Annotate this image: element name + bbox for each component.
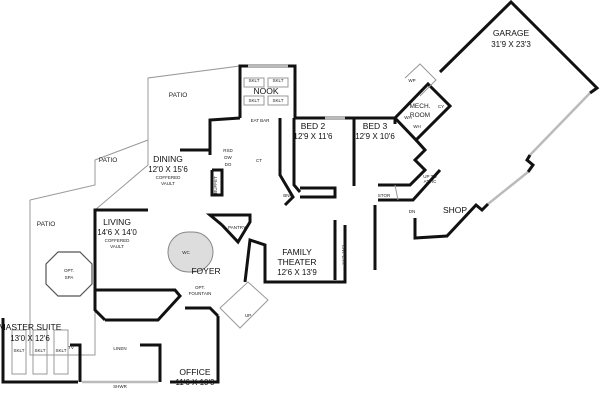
up-attic-label: UP TO bbox=[423, 174, 437, 179]
spa-icon bbox=[45, 251, 93, 297]
living-note-2: VAULT bbox=[110, 244, 124, 249]
dw-label: DW bbox=[224, 155, 232, 160]
fountain-label-2: FOUNTAIN bbox=[189, 291, 212, 296]
living-note: COFFERED bbox=[105, 238, 131, 243]
skylight-label: SKLT bbox=[56, 348, 67, 353]
bed2-left-wall bbox=[292, 118, 302, 193]
patio-outline-2 bbox=[29, 139, 149, 201]
family-label: FAMILY bbox=[282, 247, 312, 257]
wp-label: WP bbox=[408, 78, 415, 83]
garage-wall-jog bbox=[525, 154, 536, 173]
garage-label: GARAGE bbox=[493, 28, 530, 38]
wh-label: WH bbox=[404, 115, 412, 120]
skylight-label: SKLT bbox=[273, 78, 284, 83]
office-wall bbox=[170, 316, 220, 384]
nook-label: NOOK bbox=[253, 86, 278, 96]
ref-label: RSD bbox=[223, 148, 233, 153]
mech-label-2: ROOM bbox=[410, 112, 430, 119]
skylight-label: SKLT bbox=[273, 98, 284, 103]
spa-label: OPT. bbox=[64, 268, 74, 273]
bed2-dim: 12'9 X 11'6 bbox=[294, 132, 333, 141]
stair-wall-2 bbox=[378, 168, 442, 202]
patio-label-3: PATIO bbox=[37, 221, 56, 228]
hall-wall-2 bbox=[93, 290, 107, 322]
master-bath-wall bbox=[70, 343, 82, 382]
spa-label-2: SPA bbox=[65, 275, 74, 280]
pantry-label: PANTRY bbox=[228, 225, 246, 230]
skylight-label: SKLT bbox=[35, 348, 46, 353]
up-attic-label-2: ATTIC bbox=[424, 179, 437, 184]
shower-label: SHWR bbox=[113, 384, 127, 389]
dining-dim: 12'0 X 15'6 bbox=[148, 165, 188, 174]
ent-ctr-label: ENT CTR bbox=[341, 245, 346, 265]
office-dim: 11'6 X 10'0 bbox=[176, 378, 215, 387]
ct-label: CT bbox=[256, 158, 262, 163]
shop-label: SHOP bbox=[443, 205, 467, 215]
garage-door bbox=[529, 92, 591, 156]
cy-label: CY bbox=[438, 104, 444, 109]
master-dim: 13'0 X 12'6 bbox=[10, 334, 50, 343]
pantry-wall bbox=[205, 213, 252, 245]
garage-dim: 31'9 X 23'3 bbox=[491, 40, 531, 49]
stair-treads bbox=[394, 184, 399, 201]
foyer-label: FOYER bbox=[191, 266, 220, 276]
wh-label-2: WH bbox=[413, 124, 421, 129]
dining-note-2: VAULT bbox=[161, 181, 175, 186]
patio-label-1: PATIO bbox=[169, 92, 188, 99]
stor-label: STOR bbox=[378, 193, 391, 198]
tv-label: TV bbox=[68, 345, 74, 350]
family-label-2: THEATER bbox=[277, 257, 316, 267]
bed3-dim: 12'9 X 10'6 bbox=[355, 132, 395, 141]
wc-label: WC bbox=[182, 250, 190, 255]
office-wall-top bbox=[185, 306, 220, 318]
family-dim: 12'6 X 13'9 bbox=[277, 268, 317, 277]
master-label: MASTER SUITE bbox=[0, 322, 62, 332]
dining-label: DINING bbox=[153, 154, 183, 164]
skylight-label: SKLT bbox=[249, 98, 260, 103]
foyer-wall bbox=[243, 237, 305, 284]
linen-label: LINEN bbox=[113, 346, 126, 351]
shop-wall bbox=[413, 202, 490, 240]
hall-wall bbox=[95, 288, 182, 322]
do-label: DO bbox=[225, 162, 232, 167]
mech-label: MECH. bbox=[410, 103, 431, 110]
bnh-label: BNH bbox=[283, 193, 293, 198]
buffet-label: BUFFET bbox=[213, 176, 218, 194]
fountain-icon bbox=[167, 231, 214, 273]
skylight-group bbox=[11, 77, 289, 375]
bed3-label: BED 3 bbox=[363, 121, 388, 131]
wp-box bbox=[404, 63, 437, 97]
fountain-label: OPT. bbox=[195, 285, 205, 290]
master-wall bbox=[1, 318, 78, 384]
skylight-label: SKLT bbox=[14, 348, 25, 353]
entry-steps bbox=[219, 281, 269, 329]
stair-wall bbox=[378, 138, 428, 187]
kitchen-wall bbox=[208, 116, 241, 155]
buffet-wall bbox=[210, 168, 224, 197]
living-label: LIVING bbox=[103, 217, 131, 227]
garage-wall bbox=[438, 0, 600, 95]
skylight-label: SKLT bbox=[249, 78, 260, 83]
bed2-label: BED 2 bbox=[301, 121, 326, 131]
family-wall bbox=[305, 225, 347, 284]
office-label: OFFICE bbox=[179, 367, 210, 377]
patio-label-2: PATIO bbox=[99, 157, 118, 164]
up-label: UP bbox=[245, 313, 251, 318]
eat-bar-label: EAT BAR bbox=[251, 118, 271, 123]
garage-door-2 bbox=[487, 171, 529, 205]
closet-wall bbox=[300, 186, 337, 199]
master-bath-wall-2 bbox=[140, 343, 162, 382]
dining-note: COFFERED bbox=[156, 175, 182, 180]
dn-label: DN bbox=[409, 209, 416, 214]
living-dim: 14'6 X 14'0 bbox=[97, 228, 137, 237]
kitchen-counter bbox=[278, 118, 295, 207]
